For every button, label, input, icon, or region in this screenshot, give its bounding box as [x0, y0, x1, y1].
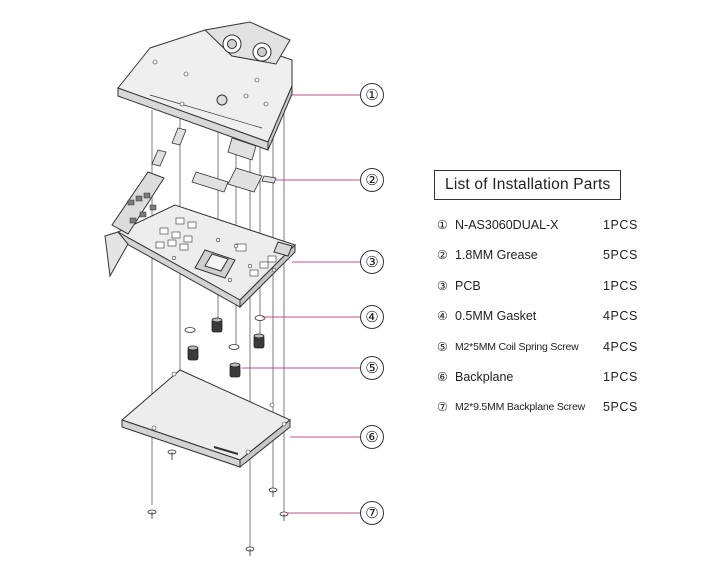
- callout-4-number: ④: [365, 308, 378, 326]
- installation-parts-panel: List of Installation Parts ① N-AS3060DUA…: [430, 170, 690, 431]
- parts-list-item: ⑤ M2*5MM Coil Spring Screw 4PCS: [430, 340, 690, 370]
- callout-3: ③: [360, 250, 384, 274]
- parts-list-item-qty: 4PCS: [602, 309, 638, 324]
- callout-6: ⑥: [360, 425, 384, 449]
- parts-list-item-name: PCB: [455, 278, 481, 293]
- backplane-screws: [147, 449, 289, 556]
- callout-1: ①: [360, 83, 384, 107]
- parts-list-item-number: ⑥: [437, 369, 448, 384]
- parts-list: ① N-AS3060DUAL-X 1PCS ② 1.8MM Grease 5PC…: [430, 218, 690, 431]
- callout-7-number: ⑦: [365, 504, 378, 522]
- parts-list-item: ⑦ M2*9.5MM Backplane Screw 5PCS: [430, 400, 690, 430]
- parts-list-item-name: M2*5MM Coil Spring Screw: [455, 340, 579, 353]
- callout-6-number: ⑥: [365, 428, 378, 446]
- parts-list-item-number: ②: [437, 248, 448, 263]
- gaskets: [184, 315, 266, 350]
- water-block: [117, 21, 293, 151]
- callout-7: ⑦: [360, 501, 384, 525]
- parts-list-item-qty: 1PCS: [602, 218, 638, 232]
- parts-list-item: ① N-AS3060DUAL-X 1PCS: [430, 218, 690, 248]
- parts-list-item-qty: 5PCS: [602, 400, 638, 415]
- parts-list-item-number: ⑤: [437, 339, 448, 354]
- backplane: [121, 369, 291, 469]
- parts-list-item-qty: 5PCS: [602, 248, 638, 263]
- parts-list-item: ② 1.8MM Grease 5PCS: [430, 248, 690, 278]
- parts-list-item-name: M2*9.5MM Backplane Screw: [455, 401, 586, 414]
- callout-5-number: ⑤: [365, 359, 378, 377]
- parts-list-item-name: 0.5MM Gasket: [455, 309, 537, 324]
- parts-list-item: ⑥ Backplane 1PCS: [430, 370, 690, 400]
- callout-4: ④: [360, 305, 384, 329]
- coil-spring-screws: [187, 317, 265, 378]
- parts-list-item-name: Backplane: [455, 369, 514, 384]
- thermal-pads: [151, 127, 277, 193]
- callout-2-number: ②: [365, 171, 378, 189]
- parts-list-item-name: 1.8MM Grease: [455, 248, 538, 263]
- parts-list-item-qty: 4PCS: [602, 339, 638, 354]
- parts-list-item-number: ③: [437, 278, 448, 293]
- parts-list-item-qty: 1PCS: [602, 369, 638, 384]
- callout-2: ②: [360, 168, 384, 192]
- callout-1-number: ①: [365, 86, 378, 104]
- callout-leader-lines: [242, 94, 360, 514]
- parts-list-title: List of Installation Parts: [434, 170, 622, 200]
- parts-list-item-qty: 1PCS: [602, 278, 638, 293]
- parts-list-item: ③ PCB 1PCS: [430, 279, 690, 309]
- callout-3-number: ③: [365, 253, 378, 271]
- parts-list-item-number: ⑦: [437, 400, 448, 415]
- callout-5: ⑤: [360, 356, 384, 380]
- pcb: [104, 171, 296, 309]
- parts-list-item-name: N-AS3060DUAL-X: [455, 218, 559, 232]
- parts-list-item-number: ①: [437, 218, 448, 232]
- parts-list-item: ④ 0.5MM Gasket 4PCS: [430, 309, 690, 339]
- parts-list-item-number: ④: [437, 309, 448, 324]
